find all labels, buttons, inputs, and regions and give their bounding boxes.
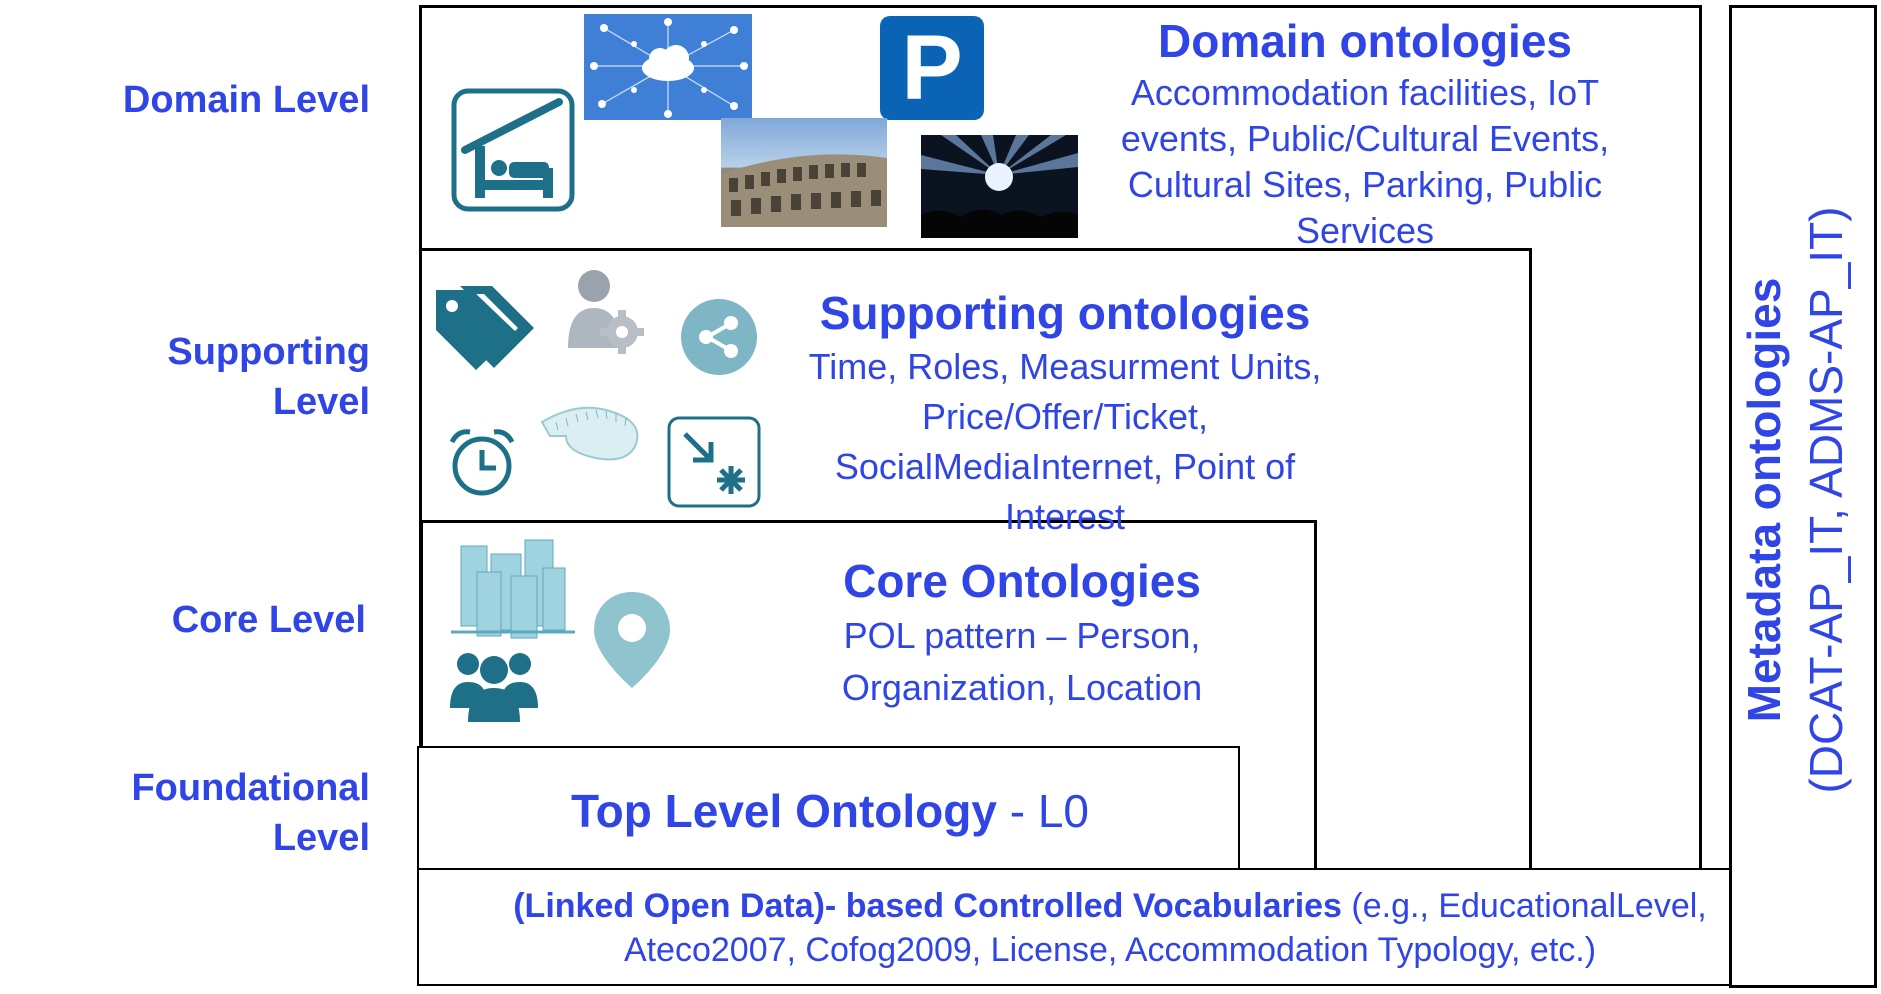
share-icon xyxy=(680,298,758,376)
buildings-icon xyxy=(451,532,575,644)
level-label-domain: Domain Level xyxy=(122,79,370,121)
domain-ontologies-title: Domain ontologies xyxy=(1158,15,1572,67)
level-label-supporting: Supporting Level xyxy=(167,331,370,423)
controlled-vocabularies-examples: (e.g., EducationalLevel, Ateco2007, Cofo… xyxy=(623,887,1707,969)
top-level-ontology-name: Top Level Ontology xyxy=(571,785,997,837)
user-gear-icon xyxy=(566,268,646,360)
parking-sign-letter: P xyxy=(901,17,963,119)
cloud-network-icon xyxy=(584,14,752,120)
metadata-ontologies-standards: (DCAT-AP_IT, ADMS-AP_IT) xyxy=(1800,206,1852,794)
tag-icon xyxy=(432,284,536,370)
parking-sign-icon: P xyxy=(880,16,984,120)
domain-ontologies-description: Accommodation facilities, IoT events, Pu… xyxy=(1120,72,1610,251)
hotel-bed-icon xyxy=(451,88,575,212)
metadata-ontologies-label: Metadata ontologies (DCAT-AP_IT, ADMS-AP… xyxy=(1733,10,1873,990)
top-level-ontology-box xyxy=(417,746,1240,870)
supporting-ontologies-description: Time, Roles, Measurment Units, Price/Off… xyxy=(808,346,1322,537)
location-pin-icon xyxy=(592,590,672,690)
controlled-vocabularies-box xyxy=(417,868,1803,986)
supporting-ontologies-title: Supporting ontologies xyxy=(819,287,1311,339)
arrow-asterisk-icon xyxy=(667,416,761,508)
core-ontologies-description: POL pattern – Person, Organization, Loca… xyxy=(841,615,1203,708)
controlled-vocabularies-text: (Linked Open Data)- based Controlled Voc… xyxy=(430,884,1790,972)
level-label-foundational: Foundational Level xyxy=(131,767,370,859)
alarm-clock-icon xyxy=(448,428,516,498)
top-level-ontology-code: - L0 xyxy=(996,785,1089,837)
metadata-ontologies-title: Metadata ontologies xyxy=(1738,277,1790,723)
controlled-vocabularies-title: (Linked Open Data)- based Controlled Voc… xyxy=(513,887,1342,925)
colosseum-photo xyxy=(721,118,887,227)
people-group-icon xyxy=(450,644,538,724)
metadata-ontologies-box xyxy=(1729,5,1877,988)
measuring-tape-icon xyxy=(536,392,650,468)
concert-photo xyxy=(921,135,1078,238)
top-level-ontology-title: Top Level Ontology - L0 xyxy=(420,784,1240,838)
core-ontologies-title: Core Ontologies xyxy=(843,555,1201,607)
level-label-core: Core Level xyxy=(171,599,366,641)
